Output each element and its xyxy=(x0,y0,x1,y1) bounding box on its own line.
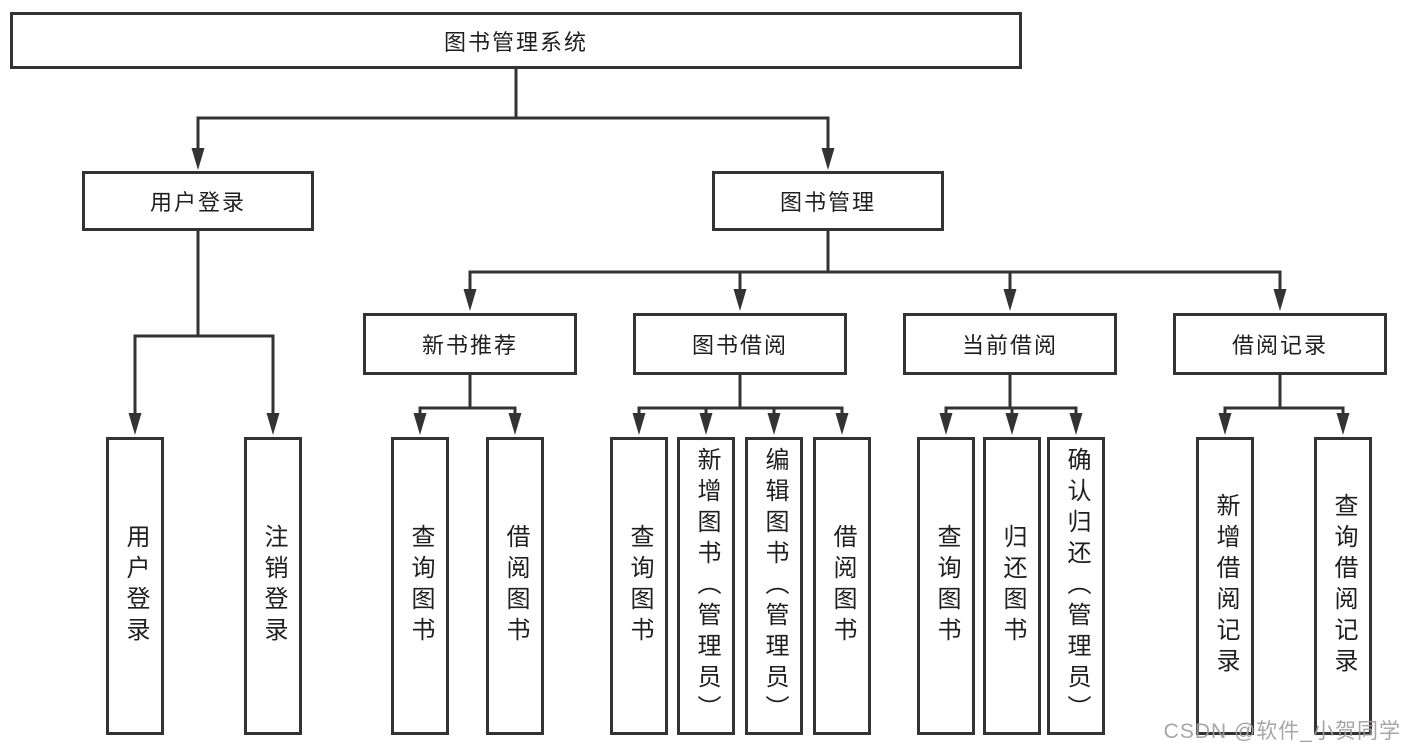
leaf-logout: 注销登录 xyxy=(244,437,302,735)
arrowheads-user-login-group xyxy=(128,413,280,435)
arrowheads-records-group xyxy=(1218,413,1350,435)
connector-user-login-group xyxy=(133,229,275,416)
leaf-borrowing-add-books-admin-label: 新增图书（管理员） xyxy=(693,446,720,726)
watermark: CSDN @软件_小贺同学 xyxy=(1163,720,1401,743)
leaf-newbooks-borrow-books: 借阅图书 xyxy=(486,437,544,735)
connector-new-books-group xyxy=(418,373,517,416)
leaf-records-add-record-label: 新增借阅记录 xyxy=(1212,493,1239,679)
node-borrowing-records: 借阅记录 xyxy=(1173,313,1387,375)
leaf-records-add-record: 新增借阅记录 xyxy=(1196,437,1254,735)
leaf-newbooks-borrow-books-label: 借阅图书 xyxy=(502,524,529,648)
leaf-current-query-books: 查询图书 xyxy=(917,437,975,735)
leaf-user-login-label: 用户登录 xyxy=(122,524,149,648)
leaf-borrowing-add-books-admin: 新增图书（管理员） xyxy=(677,437,735,735)
leaf-records-query-record-label: 查询借阅记录 xyxy=(1330,493,1357,679)
leaf-user-login: 用户登录 xyxy=(106,437,164,735)
arrowheads-borrowing-group xyxy=(632,413,849,435)
node-borrowing-records-label: 借阅记录 xyxy=(1231,333,1328,358)
leaf-borrowing-query-books-label: 查询图书 xyxy=(626,524,653,648)
connector-current-group xyxy=(944,373,1078,416)
connector-borrowing-group xyxy=(637,373,844,416)
leaf-newbooks-query-books-label: 查询图书 xyxy=(407,524,434,648)
node-book-management-label: 图书管理 xyxy=(779,190,876,215)
leaf-current-return-books: 归还图书 xyxy=(983,437,1041,735)
leaf-borrowing-borrow-books-label: 借阅图书 xyxy=(829,524,856,648)
arrowheads-new-books-group xyxy=(413,413,522,435)
leaf-records-query-record: 查询借阅记录 xyxy=(1314,437,1372,735)
leaf-logout-label: 注销登录 xyxy=(260,524,287,648)
arrowheads-level3 xyxy=(463,289,1287,311)
node-book-borrowing: 图书借阅 xyxy=(633,313,847,375)
node-book-management: 图书管理 xyxy=(712,171,944,231)
leaf-current-confirm-return-admin-label: 确认归还（管理员） xyxy=(1063,446,1090,726)
leaf-borrowing-borrow-books: 借阅图书 xyxy=(813,437,871,735)
node-user-login-label: 用户登录 xyxy=(149,190,246,215)
leaf-borrowing-edit-books-admin-label: 编辑图书（管理员） xyxy=(761,446,788,726)
leaf-current-query-books-label: 查询图书 xyxy=(933,524,960,648)
leaf-current-return-books-label: 归还图书 xyxy=(999,524,1026,648)
node-current-borrowing: 当前借阅 xyxy=(903,313,1117,375)
node-user-login: 用户登录 xyxy=(82,171,314,231)
leaf-newbooks-query-books: 查询图书 xyxy=(391,437,449,735)
leaf-current-confirm-return-admin: 确认归还（管理员） xyxy=(1047,437,1105,735)
leaf-borrowing-edit-books-admin: 编辑图书（管理员） xyxy=(745,437,803,735)
leaf-borrowing-query-books: 查询图书 xyxy=(610,437,668,735)
node-root: 图书管理系统 xyxy=(10,12,1022,69)
connector-records-group xyxy=(1223,373,1345,416)
node-book-borrowing-label: 图书借阅 xyxy=(691,333,788,358)
arrowheads-current-group xyxy=(939,413,1083,435)
connector-book-management-to-level3 xyxy=(468,229,1282,292)
node-root-label: 图书管理系统 xyxy=(443,29,588,55)
node-new-book-recommend-label: 新书推荐 xyxy=(421,333,518,358)
connector-root-to-level2 xyxy=(196,67,830,152)
arrowheads-level2 xyxy=(191,148,835,170)
node-current-borrowing-label: 当前借阅 xyxy=(961,333,1058,358)
node-new-book-recommend: 新书推荐 xyxy=(363,313,577,375)
